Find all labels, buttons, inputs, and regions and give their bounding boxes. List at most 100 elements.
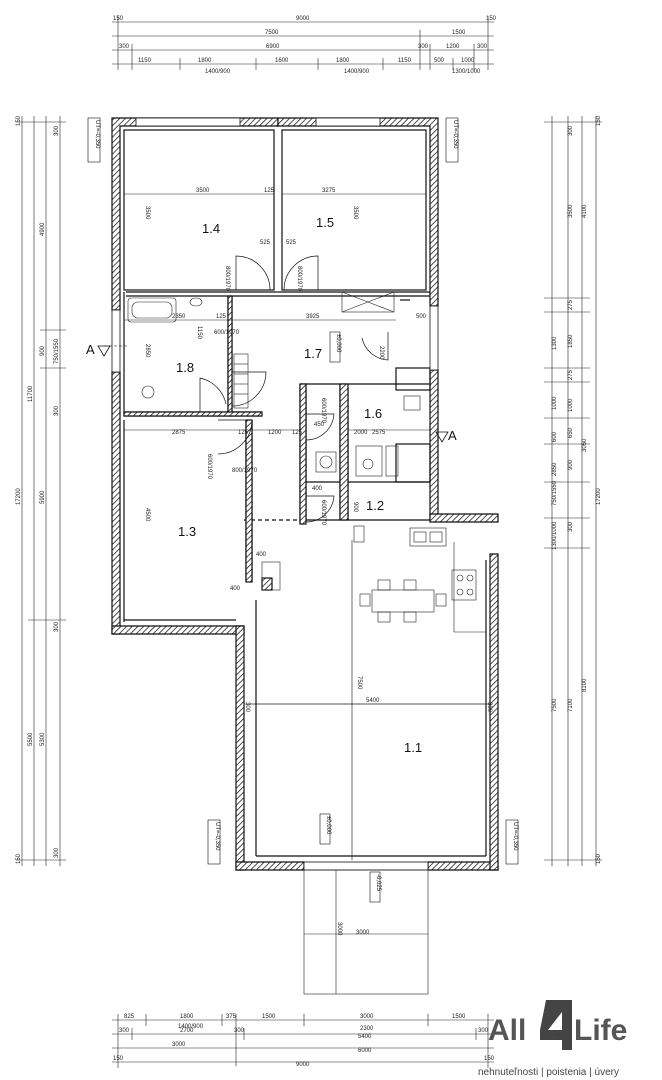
exterior-walls — [111, 117, 499, 871]
dim-int-300a: 300 — [244, 702, 250, 713]
logo-four-mark-icon — [540, 1000, 572, 1050]
dim-int-125d: 125 — [292, 430, 303, 436]
dim-bot-r2-b: 2700 — [180, 1028, 194, 1034]
dim-int-3275: 3275 — [322, 188, 336, 194]
bottom-dimensions: 825 1800 375 1500 3000 1500 1400/900 230… — [112, 1014, 495, 1068]
dim-top-r3-b: 6900 — [266, 44, 280, 50]
dim-right-i-g: 650 — [568, 427, 574, 438]
fixtures — [127, 291, 486, 633]
dim-left-d-d: 300 — [54, 621, 60, 632]
dim-right-m-a: 4100 — [582, 204, 588, 218]
wall-living-south-a — [235, 861, 305, 871]
door-1-8 — [231, 371, 267, 407]
dim-top-r3-e: 300 — [477, 44, 488, 50]
dim-left-i-c: 5900 — [40, 490, 46, 504]
doors — [199, 255, 389, 523]
door-1-6 — [305, 413, 335, 441]
door-1-8-b — [199, 377, 227, 412]
dim-bot-r1-e: 3000 — [360, 1014, 374, 1020]
dim-int-7500: 7500 — [356, 676, 362, 690]
windows — [111, 117, 439, 871]
stairs-icon — [233, 353, 249, 409]
door-1-3 — [217, 419, 253, 455]
wall-living-east — [489, 553, 499, 871]
section-mark-left: A — [86, 342, 95, 357]
dim-bot-r1-c: 375 — [226, 1014, 237, 1020]
dim-left-d-a: 300 — [54, 125, 60, 136]
room-label-1-7: 1.7 — [304, 346, 322, 361]
dim-right-i-e: 275 — [568, 369, 574, 380]
dim-bot-r1-sub-a: 1400/900 — [178, 1024, 204, 1030]
dim-bot-r2-e: 300 — [478, 1028, 489, 1034]
dim-int-1150: 1150 — [196, 326, 202, 340]
wall-living-west — [235, 625, 245, 871]
door-1-4 — [235, 255, 271, 291]
dim-int-900: 900 — [352, 502, 358, 513]
cooktop-icon — [451, 569, 477, 601]
room-label-1-5: 1.5 — [316, 215, 334, 230]
dim-left-i-b: 900 — [40, 345, 46, 356]
dim-bot-r1-sub-b: 2300 — [360, 1026, 374, 1032]
dim-bot-r4-a: 150 — [113, 1056, 124, 1062]
dim-int-400c: 400 — [230, 586, 241, 592]
dim-right-d-d: 2850 — [552, 462, 558, 476]
wardrobe-icon — [341, 291, 395, 313]
dim-int-450: 450 — [314, 422, 325, 428]
dim-top-r4-a: 1150 — [138, 58, 152, 64]
boiler-icon — [355, 445, 383, 477]
dim-door-f: 600/1970 — [320, 500, 326, 526]
dim-int-2350: 2350 — [172, 314, 186, 320]
dim-top-r1-c: 150 — [486, 16, 497, 22]
dim-bot-r3-a: 3000 — [172, 1042, 186, 1048]
dim-right-m-b: 3050 — [582, 438, 588, 452]
room-label-1-3: 1.3 — [178, 524, 196, 539]
section-marks: A A — [86, 342, 457, 443]
dim-top-r4-b: 1800 — [198, 58, 212, 64]
dim-top-r3-c: 300 — [418, 44, 429, 50]
logo-text-all: All — [488, 1014, 526, 1047]
dim-door-b: 800/1970 — [232, 468, 258, 474]
dim-int-125a: 125 — [264, 188, 275, 194]
level-markers: UT=-0,350 UT=-0,350 UT=-0,350 UT=-0,350 … — [87, 117, 519, 903]
logo-text-four: 4 — [553, 1036, 554, 1039]
dim-right-i-d: 1850 — [568, 334, 574, 348]
dim-top-r3-d: 1200 — [446, 44, 460, 50]
dim-bot-r1-a: 825 — [124, 1014, 135, 1020]
right-dimensions: 150 17200 150 4100 3050 8100 300 3500 27… — [544, 115, 602, 866]
room-label-1-2: 1.2 — [366, 498, 384, 513]
toilet-icon — [141, 385, 155, 399]
dim-right-i-b: 3500 — [568, 204, 574, 218]
dim-right-i-f: 1000 — [568, 398, 574, 412]
room-label-1-1: 1.1 — [404, 740, 422, 755]
dim-int-500: 500 — [416, 314, 427, 320]
dim-top-r4-e: 1150 — [398, 58, 412, 64]
level-living: ±0,000 — [325, 816, 331, 835]
door-entry — [361, 332, 389, 361]
level-terrace: -0,025 — [375, 874, 381, 892]
dim-bot-r4-b: 9000 — [296, 1062, 310, 1068]
terrace — [303, 869, 429, 995]
wall-west-mid — [111, 371, 121, 635]
door-1-2 — [305, 495, 335, 523]
dim-bot-r2-d: 5400 — [358, 1034, 372, 1040]
dim-left-d-c: 300 — [54, 405, 60, 416]
wall-south-west — [111, 625, 245, 635]
dim-top-r1-b: 9000 — [296, 16, 310, 22]
dim-right-i-c: 275 — [568, 299, 574, 310]
level-hall: ±0,000 — [335, 334, 341, 353]
dim-terrace-v: 3000 — [336, 922, 342, 936]
dim-top-r3-a: 300 — [119, 44, 130, 50]
wall-kitchen-north — [429, 513, 499, 523]
dim-int-525b: 525 — [286, 240, 297, 246]
level-ut-bottom-left: UT=-0,350 — [214, 822, 220, 851]
brand-logo: All 4 Life nehnuteľnosti | poistenia | ú… — [478, 1000, 627, 1078]
dim-left-m-a: 11700 — [28, 385, 34, 402]
dim-int-3500: 3500 — [196, 188, 210, 194]
dim-top-r4-f: 500 — [434, 58, 445, 64]
dim-top-r4-sub-c: 1300/1000 — [452, 69, 481, 75]
dim-int-2875: 2875 — [172, 430, 186, 436]
dim-top-r4-c: 1600 — [275, 58, 289, 64]
dim-int-3925: 3925 — [306, 314, 320, 320]
room-label-1-8: 1.8 — [176, 360, 194, 375]
